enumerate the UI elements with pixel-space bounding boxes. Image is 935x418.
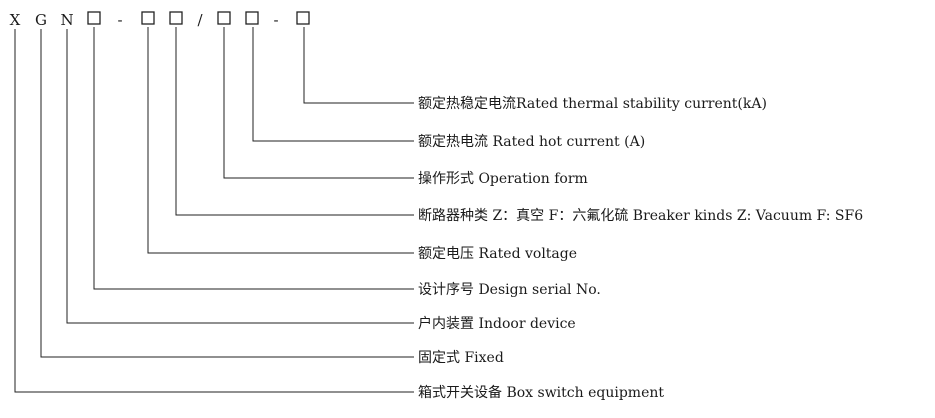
code-slash: / [197, 11, 203, 29]
leader-line-design-serial [93, 27, 414, 290]
code-slot-design-serial [87, 11, 101, 25]
label-rated-hot-current: 额定热电流 Rated hot current (A) [418, 134, 645, 150]
label-fixed: 固定式 Fixed [418, 350, 504, 366]
code-char-x: X [10, 11, 21, 29]
leader-line-fixed [40, 29, 414, 358]
code-slot-breaker-kind [169, 11, 183, 25]
code-slot-thermal-stability [296, 11, 310, 25]
label-operation-form: 操作形式 Operation form [418, 171, 588, 187]
label-thermal-stability-current: 额定热稳定电流Rated thermal stability current(k… [418, 96, 767, 112]
code-char-n: N [60, 11, 73, 29]
code-slot-operation-form [217, 11, 231, 25]
label-rated-voltage: 额定电压 Rated voltage [418, 246, 577, 262]
label-indoor-device: 户内装置 Indoor device [418, 315, 576, 332]
label-design-serial: 设计序号 Design serial No. [418, 282, 601, 298]
label-breaker-kinds: 断路器种类 Z：真空 F：六氟化硫 Breaker kinds Z: Vacuu… [418, 208, 863, 224]
leader-line-rated-voltage [147, 27, 414, 254]
label-box-switch-equipment: 箱式开关设备 Box switch equipment [418, 384, 664, 401]
code-dash-1: - [117, 11, 122, 29]
leader-lines [14, 27, 414, 393]
code-dash-2: - [273, 11, 278, 29]
leader-line-rated-hot-current [252, 27, 414, 142]
designation-code: X G N - / - [10, 11, 310, 29]
leader-line-breaker-kinds [175, 27, 414, 216]
code-char-g: G [35, 11, 47, 29]
leader-line-thermal-stability-current [303, 27, 414, 104]
leader-line-box-switch [14, 29, 414, 393]
designation-labels: 额定热稳定电流Rated thermal stability current(k… [418, 96, 863, 401]
code-slot-rated-hot-current [245, 11, 259, 25]
code-slot-rated-voltage [141, 11, 155, 25]
leader-line-operation-form [223, 27, 414, 179]
leader-line-indoor-device [66, 29, 414, 324]
